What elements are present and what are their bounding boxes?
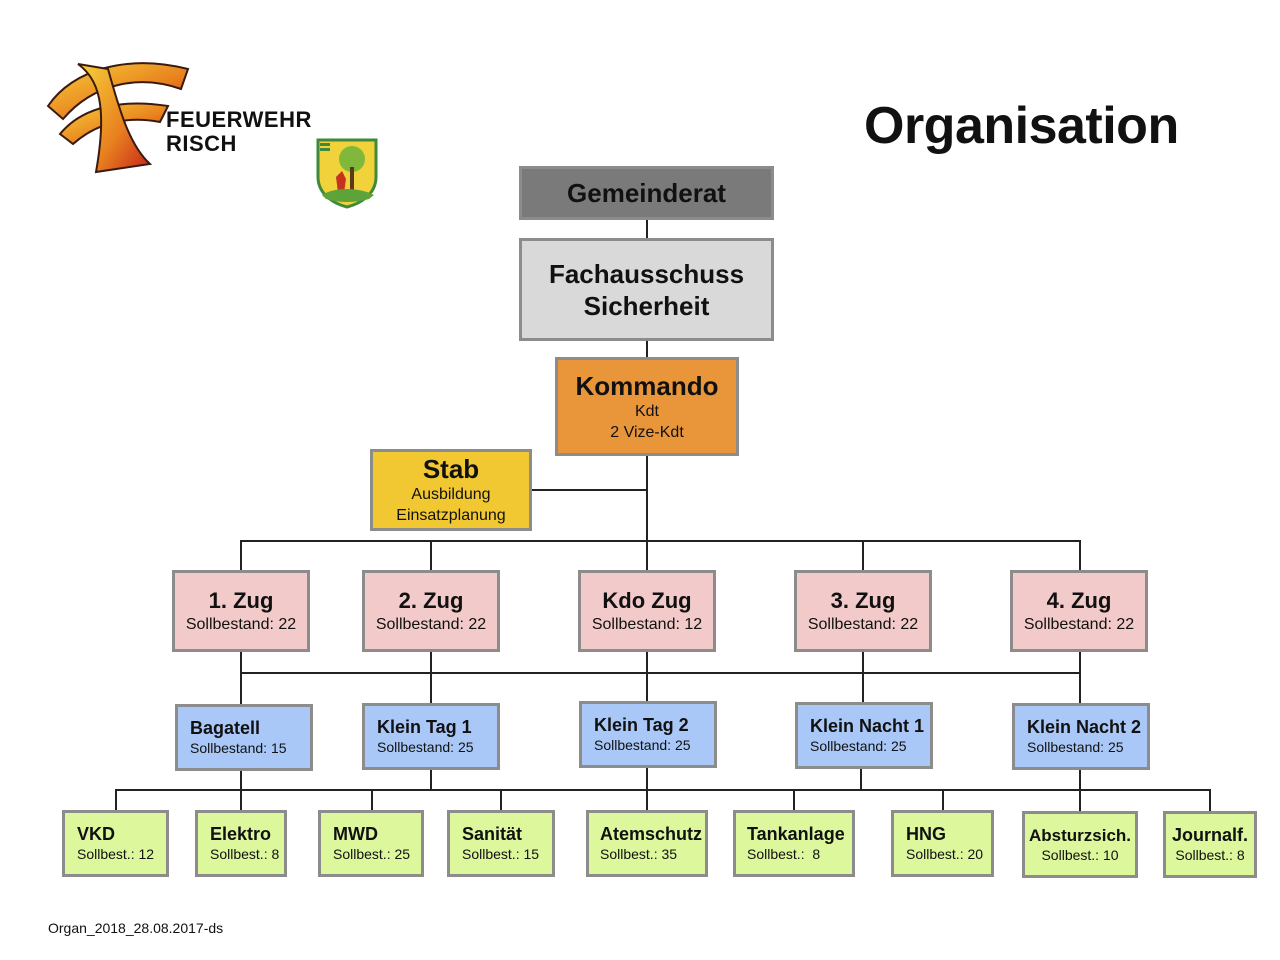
node-title: Elektro	[210, 824, 272, 844]
node-sollbestand: Sollbest.: 35	[600, 846, 678, 862]
node-sollbestand: Sollbestand: 25	[810, 738, 907, 754]
brand-line-1: FEUERWEHR	[166, 107, 312, 132]
node-title: Klein Tag 2	[594, 715, 689, 735]
node-title: Kommando	[575, 370, 719, 401]
node-einheit: Klein Tag 2 Sollbestand: 25	[579, 701, 717, 768]
page-title: Organisation	[864, 97, 1179, 155]
node-title: 1. Zug	[208, 587, 274, 613]
node-einheit: Klein Tag 1 Sollbestand: 25	[362, 703, 500, 770]
node-title-line-2: Sicherheit	[583, 290, 710, 321]
node-fachgruppe: Absturzsich. Sollbest.: 10	[1022, 811, 1138, 878]
node-sollbestand: Sollbest.: 8	[210, 846, 280, 862]
node-title: 2. Zug	[398, 587, 464, 613]
node-title: Klein Nacht 2	[1027, 717, 1142, 737]
node-fachgruppe: VKD Sollbest.: 12	[62, 810, 169, 877]
node-title: Stab	[422, 454, 480, 484]
node-title: Atemschutz	[600, 824, 703, 844]
node-sollbestand: Sollbestand: 25	[594, 737, 691, 753]
node-einheit: Klein Nacht 1 Sollbestand: 25	[795, 702, 933, 769]
node-sollbestand: Sollbestand: 25	[1027, 739, 1124, 755]
node-title: Gemeinderat	[567, 178, 726, 208]
node-sollbestand: Sollbest.: 25	[333, 846, 411, 862]
node-einheit: Bagatell Sollbestand: 15	[175, 704, 313, 771]
node-gemeinderat: Gemeinderat	[519, 166, 774, 220]
node-line-2: 2 Vize-Kdt	[610, 423, 684, 441]
node-title: VKD	[77, 824, 116, 844]
node-sollbestand: Sollbestand: 12	[591, 615, 703, 633]
node-sollbestand: Sollbestand: 22	[375, 615, 487, 633]
brand-line-2: RISCH	[166, 131, 237, 156]
node-sollbestand: Sollbest.: 8	[747, 846, 821, 862]
node-fachgruppe: Journalf. Sollbest.: 8	[1163, 811, 1257, 878]
node-sollbestand: Sollbest.: 10	[1041, 847, 1119, 863]
node-kommando: Kommando Kdt 2 Vize-Kdt	[555, 357, 739, 456]
node-sollbestand: Sollbestand: 22	[1023, 615, 1135, 633]
node-title: Klein Tag 1	[377, 717, 472, 737]
node-title: Bagatell	[190, 718, 261, 738]
node-fachgruppe: Elektro Sollbest.: 8	[195, 810, 287, 877]
node-title: Klein Nacht 1	[810, 716, 925, 736]
node-line-1: Ausbildung	[411, 486, 491, 503]
node-fachgruppe: MWD Sollbest.: 25	[318, 810, 424, 877]
fire-brigade-logo-icon	[38, 44, 198, 179]
node-fachausschuss-sicherheit: Fachausschuss Sicherheit	[519, 238, 774, 341]
node-sollbestand: Sollbest.: 12	[77, 846, 155, 862]
node-sollbestand: Sollbest.: 8	[1175, 847, 1245, 863]
node-fachgruppe: Sanität Sollbest.: 15	[447, 810, 555, 877]
node-zug: 4. Zug Sollbestand: 22	[1010, 570, 1148, 652]
node-zug: 1. Zug Sollbestand: 22	[172, 570, 310, 652]
node-fachgruppe: HNG Sollbest.: 20	[891, 810, 994, 877]
node-sollbestand: Sollbest.: 15	[462, 846, 540, 862]
node-title: MWD	[333, 824, 378, 844]
node-sollbestand: Sollbestand: 15	[190, 740, 287, 756]
node-zug: 3. Zug Sollbestand: 22	[794, 570, 932, 652]
node-zug: Kdo Zug Sollbestand: 12	[578, 570, 716, 652]
node-title: HNG	[906, 824, 946, 844]
node-sollbestand: Sollbestand: 22	[807, 615, 919, 633]
node-fachgruppe: Tankanlage Sollbest.: 8	[733, 810, 855, 877]
node-sollbestand: Sollbest.: 20	[906, 846, 984, 862]
node-title: 4. Zug	[1046, 587, 1112, 613]
document-reference: Organ_2018_28.08.2017-ds	[48, 920, 224, 936]
node-title: 3. Zug	[830, 587, 896, 613]
node-line-1: Kdt	[634, 402, 659, 420]
node-sollbestand: Sollbestand: 25	[377, 739, 474, 755]
node-title: Kdo Zug	[602, 587, 692, 613]
brand-name: FEUERWEHR RISCH	[166, 108, 312, 156]
node-line-2: Einsatzplanung	[396, 507, 506, 524]
node-title: Sanität	[462, 824, 523, 844]
node-title-line-1: Fachausschuss	[548, 258, 745, 289]
node-title: Tankanlage	[747, 824, 845, 844]
node-einheit: Klein Nacht 2 Sollbestand: 25	[1012, 703, 1150, 770]
node-stab: Stab Ausbildung Einsatzplanung	[370, 449, 532, 531]
node-title: Journalf.	[1171, 825, 1248, 845]
node-title: Absturzsich.	[1028, 826, 1132, 845]
node-sollbestand: Sollbestand: 22	[185, 615, 297, 633]
node-fachgruppe: Atemschutz Sollbest.: 35	[586, 810, 708, 877]
node-zug: 2. Zug Sollbestand: 22	[362, 570, 500, 652]
municipal-crest-icon	[314, 137, 380, 209]
